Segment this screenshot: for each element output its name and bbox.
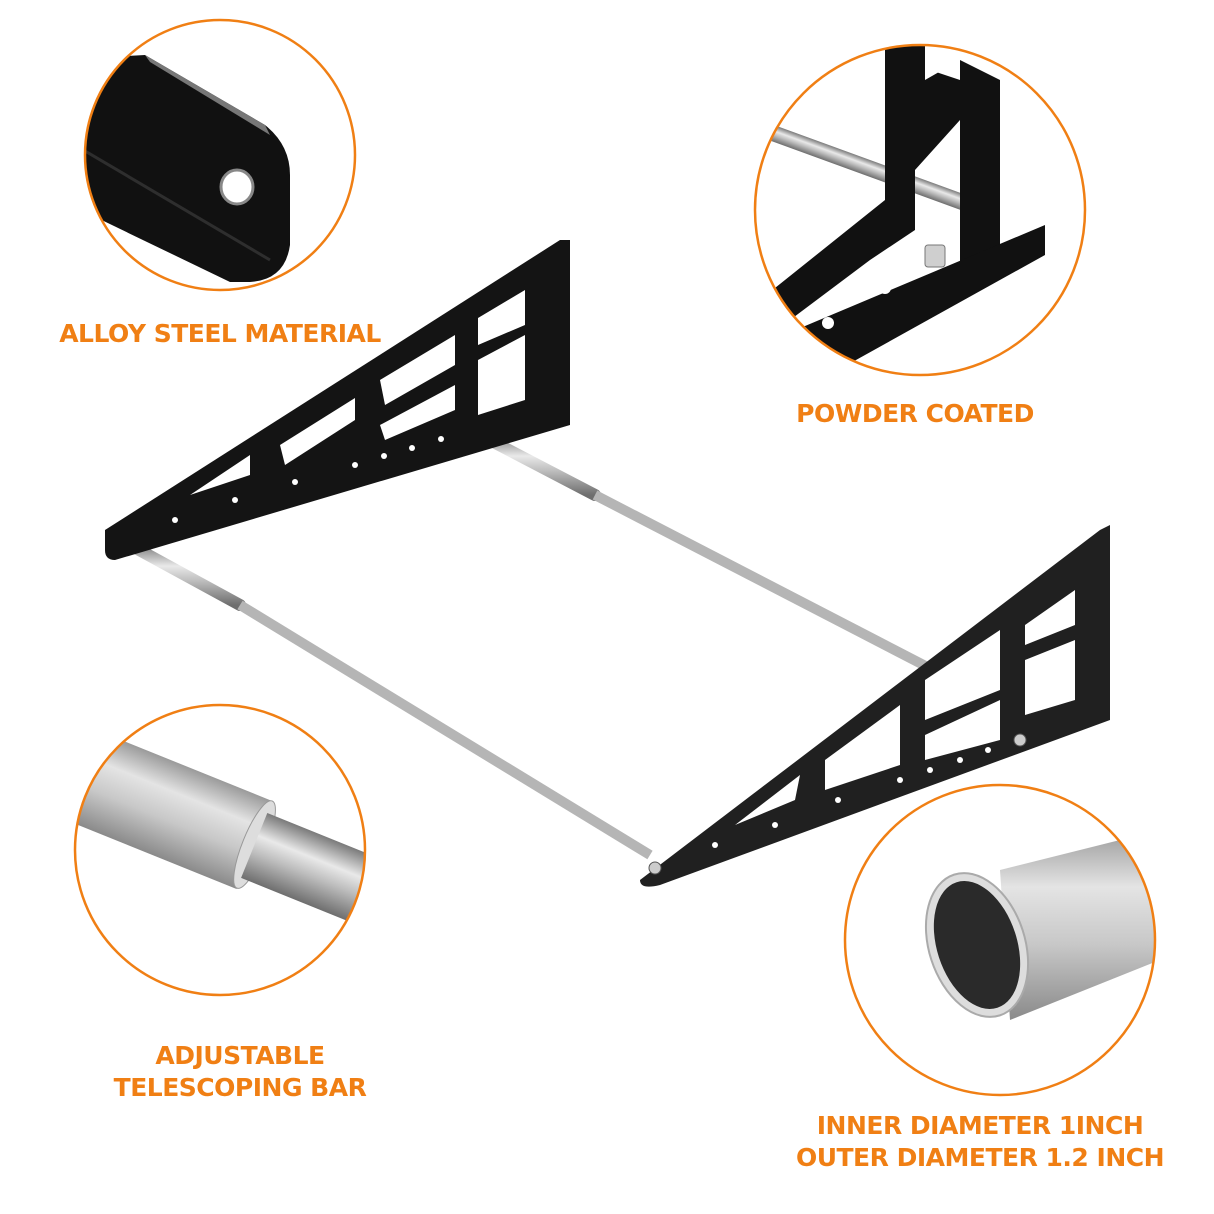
closeup-telescoping-bar xyxy=(73,703,367,997)
closeup-tube-diameter xyxy=(843,783,1157,1097)
feature-label-diameter: INNER DIAMETER 1INCH OUTER DIAMETER 1.2 … xyxy=(790,1110,1170,1174)
right-bracket xyxy=(640,525,1110,887)
feature-label-line: TELESCOPING BAR xyxy=(113,1073,367,1102)
feature-label-alloy-steel: ALLOY STEEL MATERIAL xyxy=(59,319,381,348)
feature-label-line: OUTER DIAMETER 1.2 INCH xyxy=(795,1143,1165,1172)
left-bracket xyxy=(105,240,570,560)
feature-label-line: ADJUSTABLE xyxy=(155,1041,325,1070)
closeup-powder-coated xyxy=(753,43,1087,377)
feature-label-telescoping-bar: ADJUSTABLE TELESCOPING BAR xyxy=(100,1040,380,1104)
closeup-alloy-steel xyxy=(83,18,357,292)
feature-label-line: INNER DIAMETER 1INCH xyxy=(816,1111,1144,1140)
feature-label-powder-coated: POWDER COATED xyxy=(796,399,1034,428)
